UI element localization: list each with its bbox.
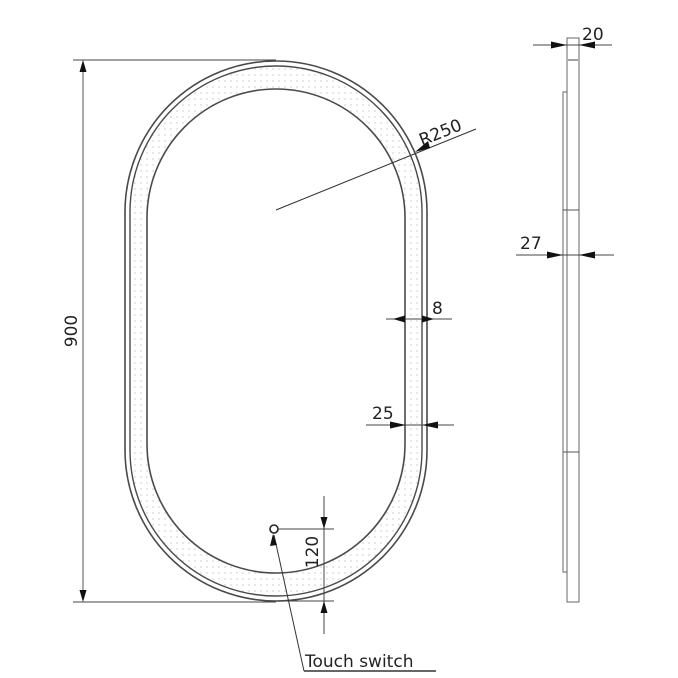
switch-offset-label: 120 [303,536,323,568]
border-width-dimension: 25 [366,404,454,429]
radius-label: R250 [416,116,465,151]
top-thickness-dimension: 20 [533,25,612,49]
total-thickness-dimension: 27 [516,234,614,259]
touch-switch-label: Touch switch [304,652,413,672]
top-thickness-label: 20 [582,25,604,45]
mirror-frame-line [129,65,423,597]
height-dimension: 900 [62,59,276,603]
led-width-label: 8 [432,299,443,319]
total-thickness-label: 27 [520,234,542,254]
border-width-label: 25 [372,404,394,424]
switch-offset-dimension: 120 [276,496,334,634]
touch-switch: Touch switch [269,524,436,672]
mirror-inner-edge [146,88,406,574]
height-label: 900 [62,315,82,347]
mirror-outer-edge [124,60,428,602]
led-band [130,66,422,596]
mirror-front-view [124,60,428,602]
mirror-side-view [562,37,580,603]
led-width-dimension: 8 [386,299,452,323]
touch-switch-icon [269,524,279,534]
